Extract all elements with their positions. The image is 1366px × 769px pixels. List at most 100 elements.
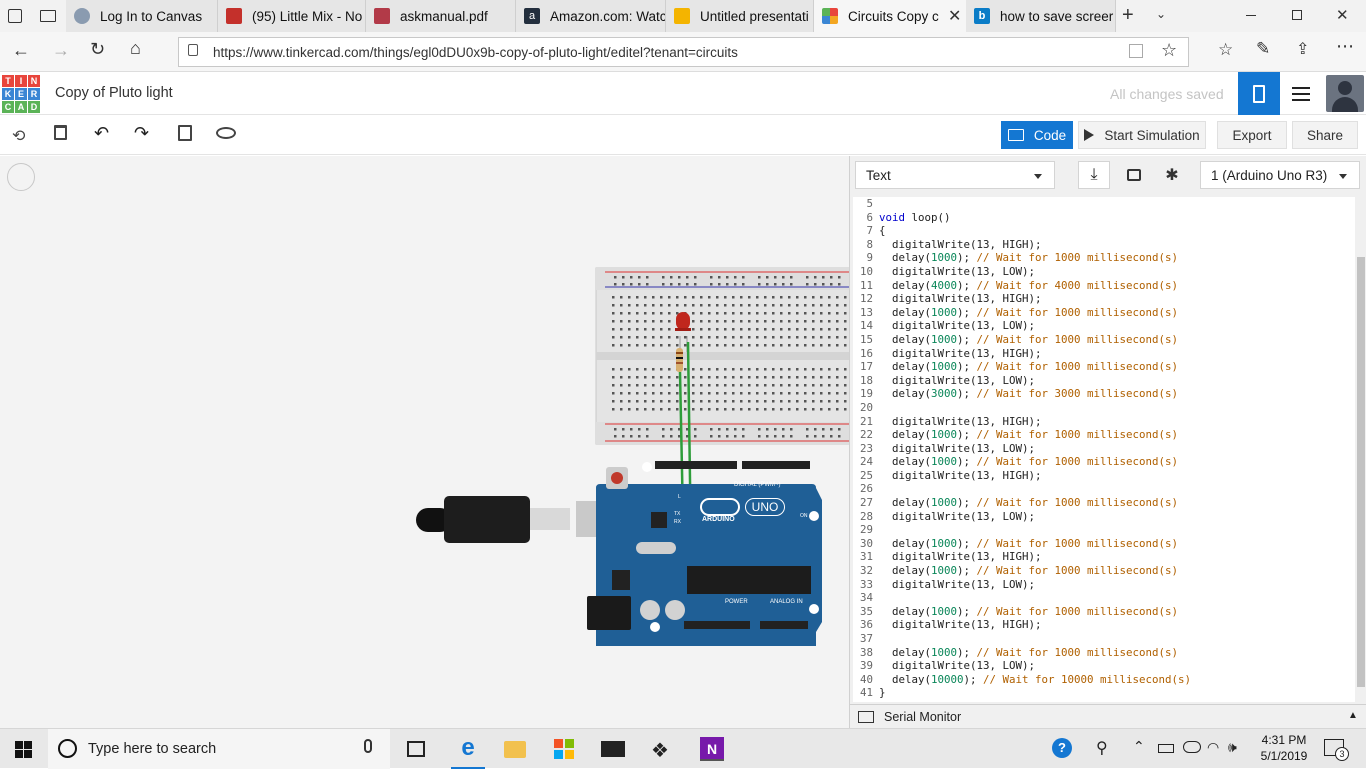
people-icon[interactable]: ⚲	[1096, 740, 1108, 757]
wifi-icon[interactable]: ◠	[1207, 739, 1220, 755]
scrollbar-thumb[interactable]	[1357, 257, 1365, 687]
reset-button[interactable]	[606, 467, 628, 489]
download-code-icon[interactable]: ⤓	[1078, 161, 1110, 189]
code-mode-select[interactable]: Text	[855, 161, 1055, 189]
breadboard-hole	[732, 336, 735, 339]
breadboard-hole	[774, 283, 777, 286]
debugger-bug-icon[interactable]: ✱	[1165, 167, 1179, 184]
line-number: 20	[859, 400, 873, 414]
dropbox-icon[interactable]: ❖	[651, 740, 669, 762]
microphone-icon[interactable]	[364, 739, 372, 753]
resistor[interactable]	[676, 348, 683, 372]
action-center-icon[interactable]: 3	[1324, 739, 1349, 761]
home-icon[interactable]: ⌂	[130, 38, 141, 58]
breadboard-hole	[838, 428, 841, 431]
breadboard-hole	[836, 296, 839, 299]
refresh-icon[interactable]: ↻	[90, 39, 106, 59]
restore-window-icon[interactable]	[1292, 10, 1302, 20]
back-icon[interactable]: ←	[12, 40, 30, 60]
share-button[interactable]: Share	[1292, 121, 1358, 149]
forward-icon[interactable]: →	[52, 40, 70, 60]
serial-monitor-bar[interactable]: Serial Monitor ▲	[850, 704, 1366, 728]
breadboard-hole	[636, 400, 639, 403]
expand-serial-icon[interactable]: ▲	[1348, 710, 1358, 721]
more-menu-icon[interactable]: ⋯	[1336, 36, 1354, 56]
browser-tab-active[interactable]: Circuits Copy c ✕	[814, 0, 966, 32]
close-tab-icon[interactable]: ✕	[948, 8, 962, 25]
notes-pen-icon[interactable]: ✎	[1256, 39, 1271, 58]
browser-tab[interactable]: Log In to Canvas	[66, 0, 218, 32]
clock[interactable]: 4:31 PM 5/1/2019	[1252, 732, 1316, 764]
code-line: 40 delay(10000); // Wait for 10000 milli…	[853, 673, 1355, 687]
onenote-icon[interactable]: N	[700, 737, 724, 761]
browser-tab[interactable]: Untitled presentati	[666, 0, 814, 32]
breadboard-hole	[838, 276, 841, 279]
breadboard-hole	[732, 328, 735, 331]
breadboard-hole	[772, 392, 775, 395]
circuit-canvas[interactable]: DIGITAL (PWM~) UNO ARDUINO L TX RX ON PO…	[0, 156, 849, 728]
redo-icon[interactable]: ↷	[134, 123, 150, 143]
breadboard-hole	[628, 296, 631, 299]
code-scrollbar[interactable]	[1355, 197, 1366, 702]
favorite-star-icon[interactable]: ☆	[1161, 40, 1178, 60]
address-field[interactable]: https://www.tinkercad.com/things/egl0dDU…	[178, 37, 1189, 67]
breadboard-hole	[660, 320, 663, 323]
onedrive-icon[interactable]	[1183, 741, 1201, 753]
circuit-view-button[interactable]	[1238, 72, 1280, 115]
tab-actions-icon[interactable]	[8, 9, 22, 23]
breadboard-hole	[692, 304, 695, 307]
component-list-button[interactable]	[1280, 72, 1322, 115]
breadboard-hole	[836, 304, 839, 307]
design-title[interactable]: Copy of Pluto light	[55, 85, 173, 101]
breadboard-hole	[732, 344, 735, 347]
power-label: POWER	[725, 599, 748, 605]
breadboard-hole	[740, 384, 743, 387]
breadboard-hole	[820, 376, 823, 379]
help-question-icon[interactable]: ?	[1052, 738, 1072, 758]
windows-start-icon[interactable]	[15, 741, 32, 758]
battery-icon[interactable]	[1158, 744, 1174, 753]
taskbar-search[interactable]: Type here to search	[48, 729, 390, 769]
volume-icon[interactable]: 🕪	[1228, 739, 1237, 755]
undo-icon[interactable]: ↶	[94, 123, 110, 143]
breadboard-hole	[614, 428, 617, 431]
minimize-window-icon[interactable]	[1246, 15, 1256, 16]
breadboard[interactable]	[595, 267, 849, 445]
breadboard-hole	[684, 408, 687, 411]
reading-view-icon[interactable]	[1129, 44, 1143, 58]
notes-icon[interactable]	[178, 125, 192, 141]
code-button[interactable]: Code	[1001, 121, 1073, 149]
browser-tab[interactable]: askmanual.pdf	[366, 0, 516, 32]
user-avatar[interactable]	[1326, 75, 1364, 112]
start-simulation-button[interactable]: Start Simulation	[1078, 121, 1206, 149]
show-hidden-icons-chevron-icon[interactable]: ⌃	[1133, 738, 1145, 754]
mail-icon[interactable]	[601, 741, 625, 757]
store-icon[interactable]	[554, 739, 574, 759]
set-aside-tabs-icon[interactable]	[40, 10, 56, 22]
file-explorer-icon[interactable]	[504, 741, 526, 758]
breadboard-hole	[764, 320, 767, 323]
breadboard-hole	[814, 283, 817, 286]
share-page-icon[interactable]: ⇪	[1296, 41, 1310, 58]
fit-view-icon[interactable]	[7, 163, 35, 191]
breadboard-hole	[724, 376, 727, 379]
libraries-icon[interactable]	[1118, 161, 1150, 189]
edge-browser-icon[interactable]: e	[451, 729, 485, 769]
device-select[interactable]: 1 (Arduino Uno R3)	[1200, 161, 1360, 189]
delete-trash-icon[interactable]	[54, 125, 67, 140]
favorites-hub-icon[interactable]: ☆	[1218, 40, 1234, 59]
new-tab-icon[interactable]: +	[1122, 4, 1134, 26]
task-view-icon[interactable]	[407, 741, 425, 757]
breadboard-hole	[644, 408, 647, 411]
tab-preview-chevron-icon[interactable]: ⌄	[1156, 7, 1167, 21]
analog-label: ANALOG IN	[770, 599, 803, 605]
visibility-eye-icon[interactable]	[216, 127, 236, 139]
rotate-icon[interactable]: ⟲	[12, 128, 26, 145]
browser-tab[interactable]: (95) Little Mix - No	[218, 0, 366, 32]
export-button[interactable]: Export	[1217, 121, 1287, 149]
close-window-icon[interactable]: ✕	[1336, 7, 1349, 24]
